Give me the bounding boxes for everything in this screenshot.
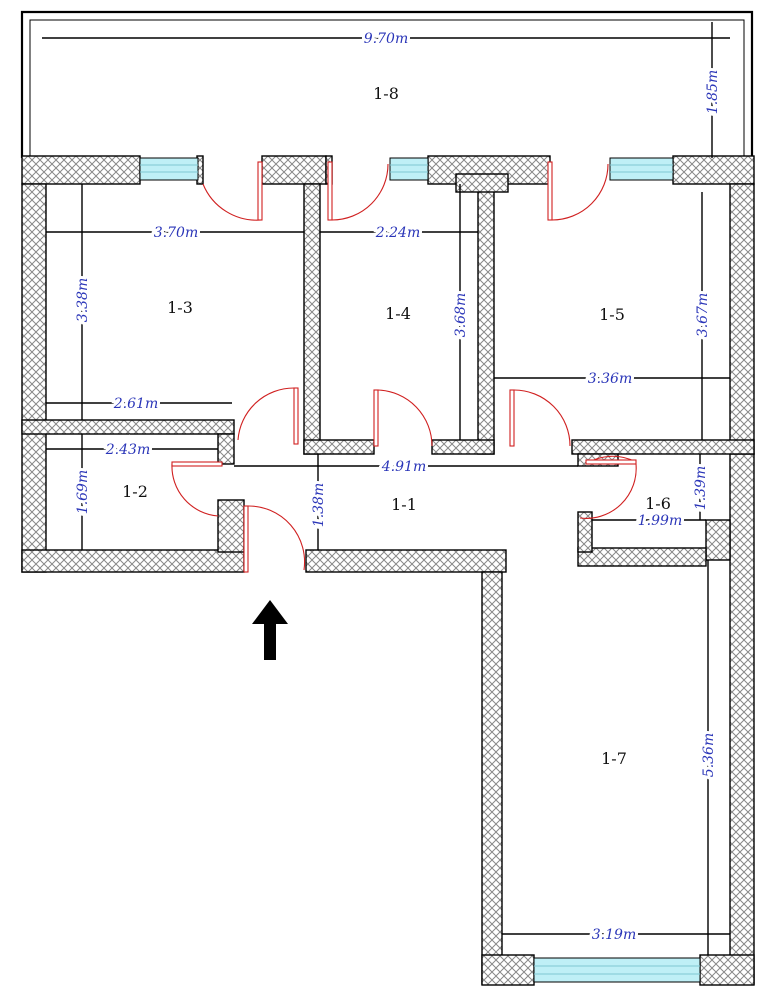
dim-balcony-width: 9.70m	[364, 31, 408, 47]
dim-1-5-height: 3.67m	[695, 293, 711, 337]
door-1-3-hall	[237, 387, 299, 445]
room-label-1-6: 1-6	[645, 494, 671, 513]
dim-hall-width: 4.91m	[381, 459, 426, 475]
dim-1-5-width: 3.36m	[588, 371, 632, 387]
dim-1-2-width: 2.43m	[105, 442, 150, 458]
room-label-1-1: 1-1	[391, 495, 417, 514]
door-1-2	[171, 461, 223, 517]
door-1-6	[579, 455, 637, 519]
dimension-lines	[42, 22, 730, 955]
door-1-3-balcony	[202, 161, 263, 221]
dim-1-7-width: 3.19m	[592, 927, 636, 943]
dim-1-3-height: 3.38m	[75, 278, 91, 322]
dim-1-3-lower-width: 2.61m	[113, 396, 158, 412]
door-1-4-hall	[373, 389, 433, 447]
dim-1-2-height: 1.69m	[75, 470, 91, 514]
door-1-5-hall	[509, 389, 571, 447]
door-entrance	[243, 505, 306, 573]
room-label-1-8: 1-8	[373, 84, 399, 103]
windows	[139, 157, 701, 983]
dim-1-4-height: 3.68m	[453, 293, 469, 337]
interior-walls	[21, 173, 755, 553]
door-1-5-balcony	[547, 161, 609, 221]
dim-1-3-width: 3.70m	[154, 225, 198, 241]
balcony-outline	[20, 10, 754, 158]
doors	[171, 161, 637, 573]
room-labels: 1-8 1-3 1-4 1-5 1-2 1-1 1-6 1-7	[122, 84, 671, 768]
dim-1-6-height: 1.39m	[693, 466, 709, 510]
exterior-walls	[21, 155, 755, 986]
window-1-3	[139, 157, 199, 181]
entrance-arrow-icon	[252, 600, 288, 660]
dim-hall-height: 1.38m	[311, 483, 327, 527]
dimension-labels: 9.70m 1.85m 3.70m 2.24m 3.38m 3.68m 3.67…	[72, 28, 724, 946]
room-label-1-4: 1-4	[385, 304, 411, 323]
window-1-4	[389, 157, 429, 181]
door-1-4-balcony	[327, 161, 389, 221]
room-label-1-5: 1-5	[599, 305, 625, 324]
dim-1-7-height: 5.36m	[701, 733, 717, 777]
room-label-1-2: 1-2	[122, 482, 148, 501]
window-1-7	[533, 957, 701, 983]
dim-1-4-width: 2.24m	[375, 225, 420, 241]
room-label-1-7: 1-7	[601, 749, 627, 768]
room-label-1-3: 1-3	[167, 298, 193, 317]
dim-1-6-width: 1.99m	[638, 513, 682, 529]
dim-balcony-depth: 1.85m	[705, 70, 721, 114]
window-1-5	[609, 157, 674, 181]
